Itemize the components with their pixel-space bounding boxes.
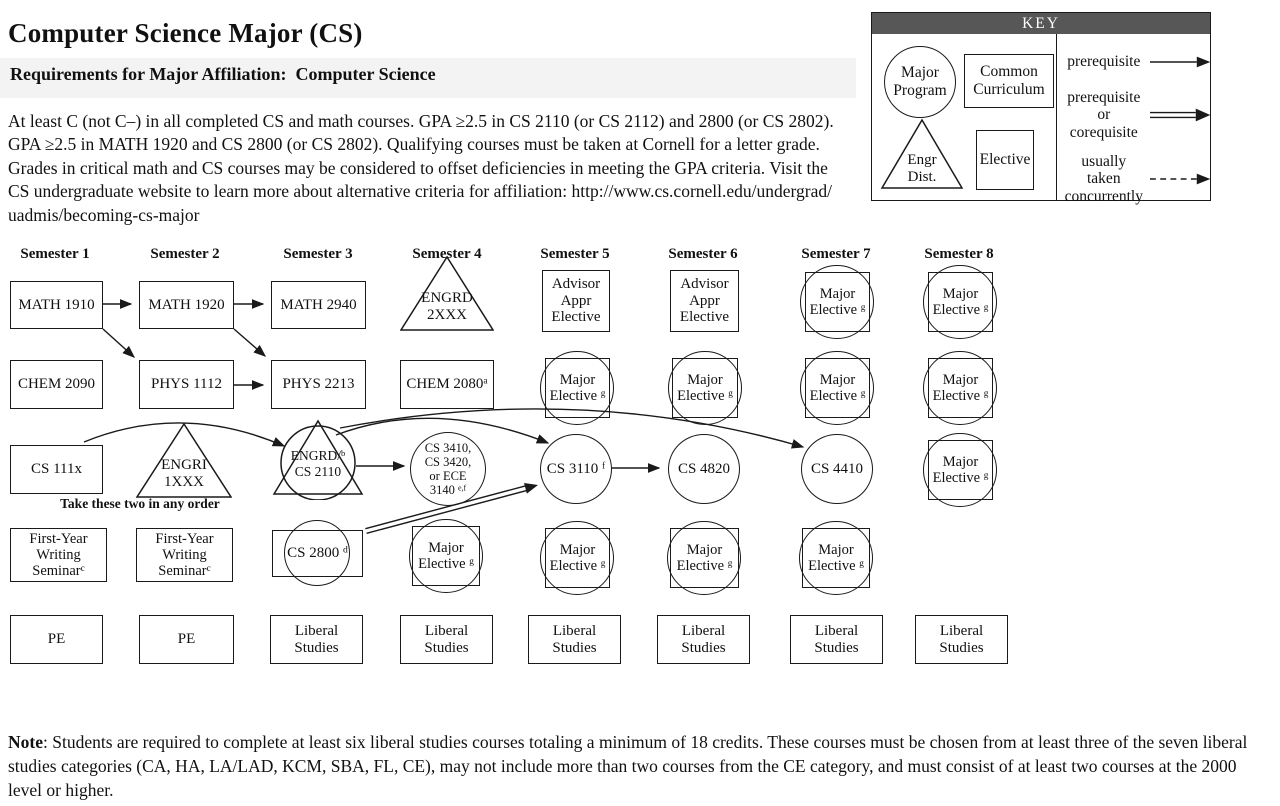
circle-overlay [667, 520, 741, 595]
double-arrow-icon [1149, 108, 1210, 122]
key-body: Major Program Common Curriculum Engr Dis… [872, 34, 1210, 205]
circle-overlay [923, 432, 997, 507]
edge-math1920-phys2213 [233, 328, 267, 357]
node-cs-111x: CS 111x [10, 445, 103, 494]
edge-math1910-phys1112 [102, 328, 136, 358]
key-legend-double-label: prerequisite or corequisite [1067, 88, 1141, 141]
any-order-annotation: Take these two in any order [60, 496, 220, 511]
note-body: : Students are required to complete at l… [8, 732, 1248, 800]
dashed-arrow-icon [1149, 173, 1210, 185]
key-engr-dist-triangle: Engr Dist. [880, 118, 964, 190]
key-title: KEY [872, 13, 1210, 34]
triangle-icon [400, 256, 494, 331]
node-pe-s2: PE [139, 615, 234, 664]
key-legend-solid-label: prerequisite [1067, 53, 1141, 71]
requirements-heading: Requirements for Major Affiliation: Comp… [10, 64, 436, 84]
node-cs-4820: CS 4820 [668, 434, 740, 504]
key-elective-box: Elective [976, 130, 1034, 190]
node-chem-2080: CHEM 2080a [400, 360, 494, 409]
key-legend-solid-row: prerequisite [1058, 42, 1210, 82]
semester-header-6: Semester 6 [668, 246, 738, 262]
affiliation-criteria-text: At least C (not C–) in all completed CS … [8, 111, 834, 225]
note-label: Note [8, 732, 43, 752]
key-legend-dashed-row: usually taken concurrently [1058, 148, 1210, 210]
node-phys-2213: PHYS 2213 [271, 360, 366, 409]
page-title: Computer Science Major (CS) [8, 18, 363, 48]
circle-overlay [800, 264, 874, 339]
circle-overlay [923, 264, 997, 339]
circle-overlay [923, 350, 997, 425]
triangle-icon [136, 423, 232, 498]
node-cs-4410: CS 4410 [801, 434, 873, 504]
key-engr-dist-label: Engr Dist. [907, 152, 937, 185]
semester-header-5: Semester 5 [540, 246, 610, 262]
triangle-icon [880, 118, 964, 189]
circle-overlay [798, 520, 873, 595]
semester-header-8: Semester 8 [924, 246, 994, 262]
semester-header-4: Semester 4 [412, 246, 482, 262]
key-common-curriculum-box: Common Curriculum [964, 54, 1054, 108]
semester-header-1: Semester 1 [20, 246, 90, 262]
key-arrow-legend: prerequisite prerequisite or corequisite u… [1058, 34, 1210, 205]
key-legend-dashed-label: usually taken concurrently [1064, 152, 1143, 205]
node-math-1920: MATH 1920 [139, 281, 234, 329]
requirements-band [0, 58, 856, 98]
key-legend-double-row: prerequisite or corequisite [1058, 82, 1210, 148]
semester-header-2: Semester 2 [150, 246, 220, 262]
semester-header-3: Semester 3 [283, 246, 353, 262]
key-major-program-circle: Major Program [884, 46, 956, 118]
circle-overlay [284, 520, 350, 586]
circle-overlay [800, 350, 874, 425]
key-legend: KEY Major Program Common Curriculum Engr… [871, 12, 1211, 205]
key-divider [1056, 34, 1058, 200]
node-chem-2090: CHEM 2090 [10, 360, 103, 409]
triangle-icon [272, 419, 364, 500]
semester-header-7: Semester 7 [801, 246, 871, 262]
note-text: Note: Students are required to complete … [8, 731, 1274, 802]
node-cs-3110: CS 3110 f [540, 434, 612, 504]
node-math-1910: MATH 1910 [10, 281, 103, 329]
node-pe-s1: PE [10, 615, 103, 664]
node-cs-2800: CS 2800 d [272, 520, 363, 586]
circle-overlay [540, 520, 614, 595]
node-math-2940: MATH 2940 [271, 281, 366, 329]
node-phys-1112: PHYS 1112 [139, 360, 234, 409]
solid-arrow-icon [1149, 56, 1210, 68]
